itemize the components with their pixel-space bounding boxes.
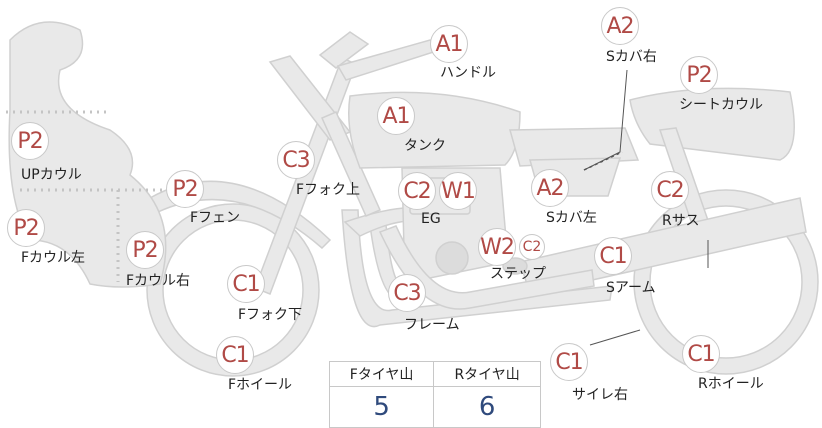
up-cowl-label: UPカウル [21, 167, 82, 183]
engine-code-badge: C2 [398, 172, 436, 210]
s-cover-right-code-badge: A2 [601, 7, 639, 45]
handle-label: ハンドル [440, 65, 496, 81]
f-fork-upper-code-badge: C3 [277, 141, 315, 179]
handle-code-badge: A1 [430, 25, 468, 63]
frame-code-badge: C3 [388, 274, 426, 312]
f-fork-upper-label: Fフォク上 [296, 182, 361, 198]
tank-shape [348, 91, 521, 169]
f-fender-code-badge: P2 [166, 170, 204, 208]
f-cowl-left-code-badge: P2 [7, 209, 45, 247]
tank-label: タンク [404, 138, 446, 154]
step-label: ステップ [490, 266, 546, 282]
f-cowl-right-code-badge: P2 [126, 231, 164, 269]
rear-tread-value: 6 [433, 386, 541, 428]
s-cover-left-code-badge: A2 [531, 169, 569, 207]
tank-code-badge: A1 [377, 97, 415, 135]
tire-tread-table: Fタイヤ山 Rタイヤ山 5 6 [328, 361, 541, 428]
silencer-right-code-badge: C1 [550, 343, 588, 381]
front-tread-value: 5 [328, 386, 435, 428]
f-fender-label: Fフェン [190, 210, 241, 226]
frame-label: フレーム [404, 317, 460, 333]
s-arm-code-badge: C1 [594, 237, 632, 275]
silencer-right-label: サイレ右 [572, 387, 628, 403]
engine-code2-badge: W1 [439, 172, 477, 210]
up-cowl-code-badge: P2 [11, 122, 49, 160]
s-cover-right-label: Sカバ右 [606, 49, 657, 65]
step-code2-badge: C2 [519, 234, 545, 260]
seat-cowl-code-badge: P2 [680, 56, 718, 94]
r-suspension-code-badge: C2 [651, 171, 689, 209]
frame-shape [341, 209, 613, 328]
front-tread-header: Fタイヤ山 [328, 361, 435, 387]
s-cover-left-label: Sカバ左 [546, 210, 597, 226]
seat-cowl-label: シートカウル [679, 97, 763, 113]
r-wheel-code-badge: C1 [682, 335, 720, 373]
seat-shape [509, 127, 640, 167]
r-wheel-label: Rホイール [698, 376, 764, 392]
s-arm-label: Sアーム [606, 280, 656, 296]
f-wheel-label: Fホイール [228, 377, 293, 393]
f-fork-lower-code-badge: C1 [227, 265, 265, 303]
step-code-badge: W2 [478, 228, 516, 266]
f-wheel-code-badge: C1 [216, 336, 254, 374]
f-fork-lower-label: Fフォク下 [238, 307, 303, 323]
engine-label: EG [421, 211, 441, 227]
rear-tread-header: Rタイヤ山 [433, 361, 541, 387]
f-cowl-left-label: Fカウル左 [21, 250, 86, 266]
r-suspension-label: Rサス [662, 213, 700, 229]
f-cowl-right-label: Fカウル右 [126, 273, 191, 289]
